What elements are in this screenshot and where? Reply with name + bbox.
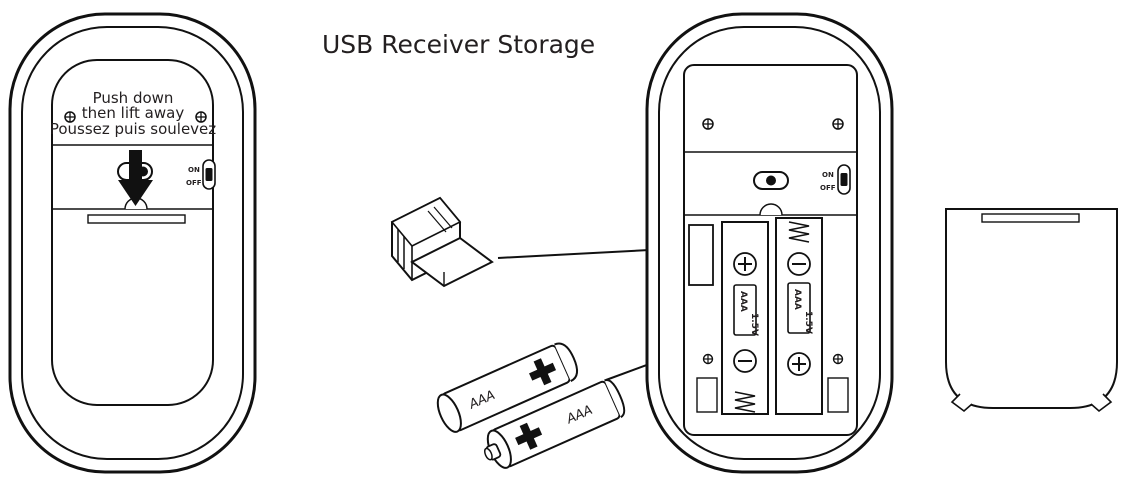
- screw-icon: [702, 353, 714, 365]
- installed-battery: AAA 1.5V: [775, 217, 823, 415]
- mouse-bottom-open: ON OFF AAA: [645, 12, 894, 474]
- battery-voltage-label: 1.5V: [803, 311, 813, 334]
- switch-on-label: ON: [822, 171, 834, 179]
- installed-battery: AAA 1.5V: [721, 221, 769, 415]
- push-down-arrow-icon: [118, 150, 153, 206]
- minus-terminal-icon: [733, 349, 757, 373]
- switch-on-label: ON: [188, 166, 200, 174]
- battery-type-label: AAA: [738, 291, 748, 312]
- screw-icon: [64, 111, 76, 123]
- power-switch[interactable]: ON OFF: [820, 164, 851, 195]
- screw-icon: [832, 353, 844, 365]
- usb-receiver: [390, 196, 494, 288]
- battery-cover-removed: [945, 208, 1118, 413]
- aaa-battery-icon: AAA: [483, 379, 626, 469]
- power-switch[interactable]: ON OFF: [186, 159, 216, 190]
- battery-type-label: AAA: [792, 289, 802, 310]
- battery-cover[interactable]: [51, 59, 214, 406]
- plus-terminal-icon: [733, 252, 757, 276]
- instruction-line1: Push down: [93, 89, 174, 107]
- switch-off-label: OFF: [186, 179, 202, 187]
- receiver-storage-slot: [688, 224, 714, 286]
- screw-icon: [832, 118, 844, 130]
- cover-slot: [87, 214, 186, 224]
- spring-icon: [788, 221, 810, 243]
- instruction-line2: then lift away: [82, 104, 185, 122]
- switch-off-label: OFF: [820, 184, 836, 192]
- diagram-title: USB Receiver Storage: [322, 30, 595, 59]
- battery-voltage-label: 1.5V: [749, 313, 759, 336]
- screw-icon: [195, 111, 207, 123]
- spring-icon: [734, 391, 756, 413]
- cover-slot: [981, 213, 1080, 223]
- minus-terminal-icon: [787, 252, 811, 276]
- plus-terminal-icon: [787, 352, 811, 376]
- aaa-battery-icon: AAA: [436, 342, 579, 433]
- screw-icon: [702, 118, 714, 130]
- mouse-bottom-closed: Push down then lift away Poussez puis so…: [8, 12, 257, 474]
- instruction-line3: Poussez puis soulevez: [50, 120, 216, 138]
